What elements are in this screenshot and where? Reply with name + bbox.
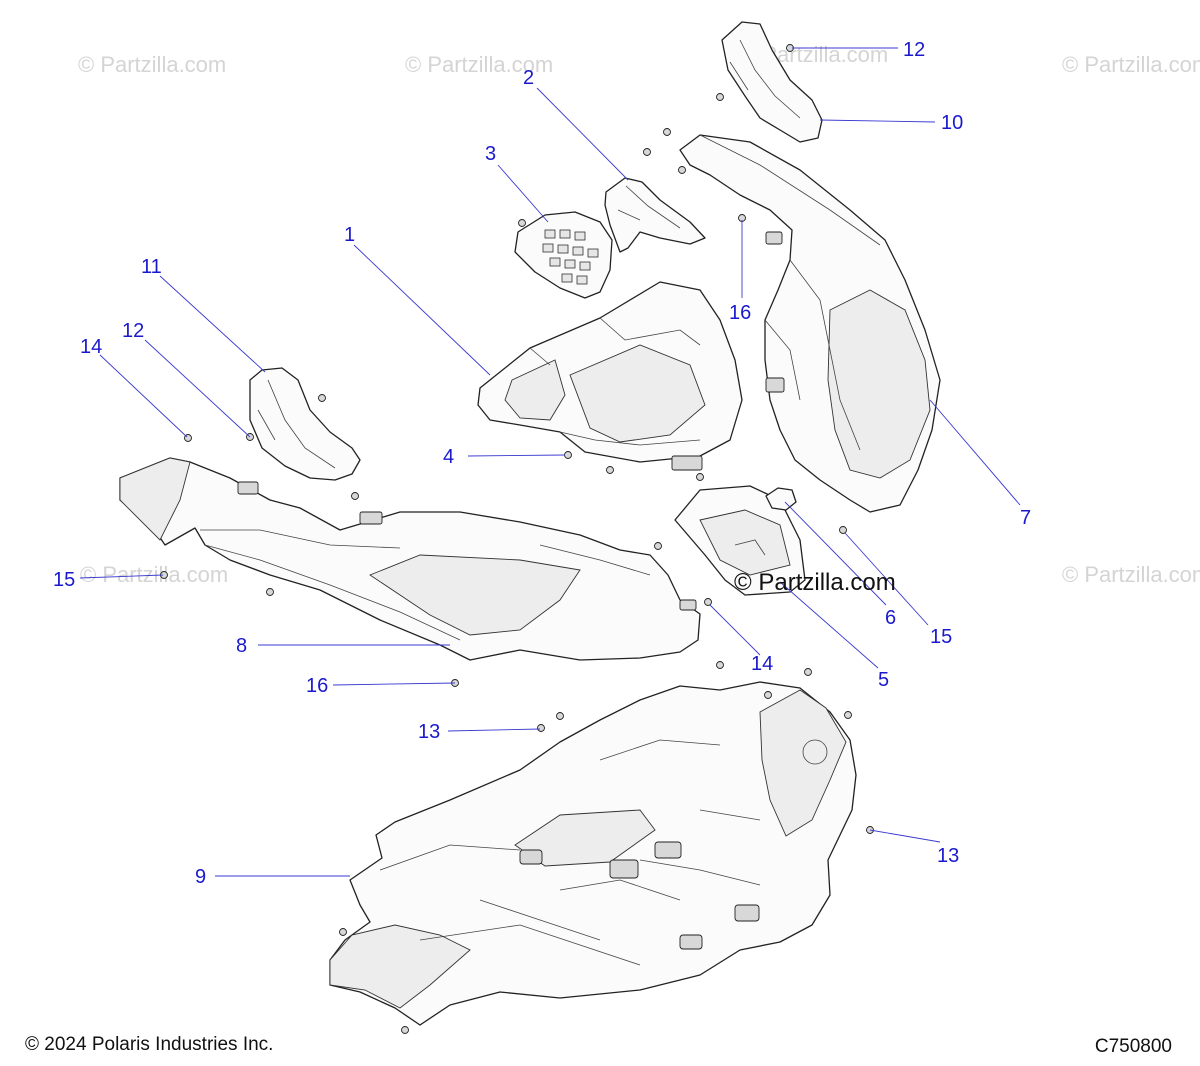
watermark-top-left: © Partzilla.com xyxy=(78,52,226,77)
callout-5: 5 xyxy=(878,669,889,691)
callout-10: 10 xyxy=(941,112,963,134)
callout-1: 1 xyxy=(344,224,355,246)
callout-2: 2 xyxy=(523,67,534,89)
callout-12-right: 12 xyxy=(903,39,925,61)
part-11-left-upper-trim xyxy=(249,367,361,481)
callout-8: 8 xyxy=(236,635,247,657)
part-1-center-dash-panel xyxy=(477,281,743,471)
callout-13-right: 13 xyxy=(937,845,959,867)
callout-3: 3 xyxy=(485,143,496,165)
part-8-left-side-panel xyxy=(119,457,701,661)
callout-9: 9 xyxy=(195,866,206,888)
part-2-bracket xyxy=(604,177,706,253)
part-3-grille xyxy=(514,211,613,299)
callout-15-right: 15 xyxy=(930,626,952,648)
callout-15-left: 15 xyxy=(53,569,75,591)
callout-14-left: 14 xyxy=(80,336,102,358)
leader-lines xyxy=(79,47,1021,877)
part-10-right-upper-trim xyxy=(721,21,823,143)
footer-diagram-code: C750800 xyxy=(1095,1036,1172,1057)
watermark-far-right: © Partzilla.com xyxy=(1062,52,1200,77)
watermark-top-center: © Partzilla.com xyxy=(405,52,553,77)
callout-13-left: 13 xyxy=(418,721,440,743)
part-7-right-side-panel xyxy=(679,134,941,513)
watermark-mid-left: © Partzilla.com xyxy=(80,562,228,587)
callout-14-center: 14 xyxy=(751,653,773,675)
callout-16-upper: 16 xyxy=(729,302,751,324)
callout-11: 11 xyxy=(141,256,162,278)
watermark-mid-right: © Partzilla.com xyxy=(1062,562,1200,587)
part-5-console-box xyxy=(674,485,806,596)
footer-copyright: © 2024 Polaris Industries Inc. xyxy=(25,1034,273,1055)
callout-6: 6 xyxy=(885,607,896,629)
part-9-floor-pan xyxy=(329,681,857,1026)
callout-labels: 1 2 3 4 5 6 7 8 9 10 11 12 12 13 13 14 1… xyxy=(53,39,1031,888)
callout-12-left: 12 xyxy=(122,320,144,342)
watermark-center: © Partzilla.com xyxy=(734,569,896,596)
callout-16-lower: 16 xyxy=(306,675,328,697)
callout-4: 4 xyxy=(443,446,454,468)
part-6-small-bracket xyxy=(765,487,797,511)
callout-7: 7 xyxy=(1020,507,1031,529)
